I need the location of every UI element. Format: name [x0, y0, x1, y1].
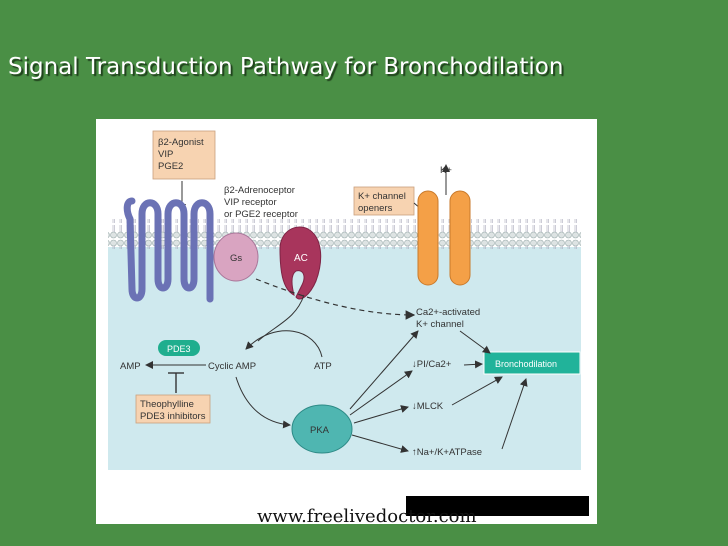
pka-label: PKA: [310, 425, 330, 436]
atpase-label: ↑Na+/K+ATPase: [412, 447, 482, 458]
k-channel-right: [449, 190, 471, 286]
pica-to-bronch-arrow: [463, 360, 483, 369]
pka-to-atpase-arrow: [351, 434, 409, 453]
k-channel-left: [417, 190, 439, 286]
mlck-label: ↓MLCK: [412, 401, 444, 412]
k-channel-openers-box: K+ channel openers: [353, 186, 415, 216]
ca-k-channel-label-1: Ca2+-activated: [416, 307, 480, 318]
theophylline-box: Theophylline PDE3 inhibitors: [135, 394, 211, 424]
cell-membrane: [108, 219, 581, 249]
gs-to-channel-arrow: [255, 278, 416, 320]
k-channel-label-2: openers: [358, 203, 393, 214]
bronchodilation-label: Bronchodilation: [495, 359, 557, 369]
agonist-box: β2-Agonist VIP PGE2: [152, 130, 216, 180]
theophylline-label-2: PDE3 inhibitors: [140, 411, 206, 422]
atp-to-camp-arrow: [245, 330, 323, 358]
receptor-label-2: VIP receptor: [224, 197, 277, 208]
amp-label: AMP: [120, 361, 141, 372]
beta2-receptor: [123, 197, 214, 303]
pathway-diagram-panel: β2-Agonist VIP PGE2 β2-Adrenoceptor VIP …: [96, 119, 597, 524]
atp-label: ATP: [314, 361, 332, 372]
receptor-label-3: or PGE2 receptor: [224, 209, 298, 220]
receptor-label-1: β2-Adrenoceptor: [224, 185, 295, 196]
pde3-label: PDE3: [167, 344, 191, 354]
slide-title: Signal Transduction Pathway for Bronchod…: [8, 54, 564, 80]
agonist-label-1: β2-Agonist: [158, 137, 204, 148]
atpase-to-bronch-arrow: [501, 378, 528, 450]
ac-label: AC: [294, 253, 308, 264]
footer-url[interactable]: www.freelivedoctor.com: [257, 506, 477, 527]
ac-to-conversion-line: [257, 294, 305, 342]
cyclic-amp-label: Cyclic AMP: [208, 361, 256, 372]
pka-to-channel-arrow: [349, 330, 419, 410]
agonist-label-2: VIP: [158, 149, 173, 160]
channel-to-bronch-arrow: [459, 330, 491, 354]
pi-ca-label: ↓PI/Ca2+: [412, 359, 452, 370]
pde3-pill: PDE3: [158, 340, 200, 356]
camp-to-pka-arrow: [235, 376, 291, 429]
pka-to-pica-arrow: [349, 370, 413, 416]
agonist-label-3: PGE2: [158, 161, 183, 172]
k-channel-label-1: K+ channel: [358, 191, 406, 202]
pka-to-mlck-arrow: [353, 405, 409, 424]
theophylline-label-1: Theophylline: [140, 399, 194, 410]
pathway-diagram: β2-Agonist VIP PGE2 β2-Adrenoceptor VIP …: [108, 130, 581, 470]
mlck-to-bronch-arrow: [451, 376, 503, 406]
adenylyl-cyclase: AC: [279, 226, 322, 300]
gs-label: Gs: [230, 253, 242, 264]
ca-k-channel-label-2: K+ channel: [416, 319, 464, 330]
pka-node: PKA: [291, 404, 353, 454]
redaction-bar: [406, 496, 589, 516]
gs-protein: Gs: [213, 232, 259, 282]
bronchodilation-box: Bronchodilation: [483, 351, 581, 375]
